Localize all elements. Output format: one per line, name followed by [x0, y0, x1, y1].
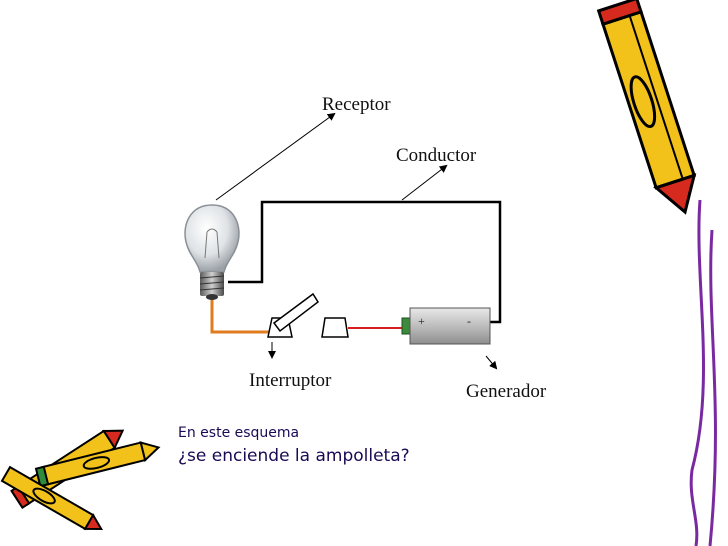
conductor-wire — [228, 200, 502, 324]
generador-arrow — [485, 355, 498, 370]
battery-plus-sign: + — [418, 314, 425, 328]
generador-label: Generador — [466, 381, 547, 402]
receptor-arrow — [215, 112, 336, 201]
battery-minus-sign: - — [467, 314, 471, 328]
interruptor-label: Interruptor — [249, 370, 332, 391]
light-bulb-icon — [184, 204, 240, 300]
question-intro: En este esquema — [178, 425, 300, 441]
conductor-arrow — [401, 164, 448, 201]
lamp-wire — [210, 296, 270, 334]
receptor-label: Receptor — [322, 94, 391, 115]
switch-icon — [267, 292, 349, 338]
question-text: ¿se enciende la ampolleta? — [178, 446, 410, 466]
pencil-icon — [596, 0, 717, 546]
conductor-label: Conductor — [396, 145, 477, 166]
crayon-icon — [0, 429, 161, 531]
battery-icon — [401, 307, 491, 345]
